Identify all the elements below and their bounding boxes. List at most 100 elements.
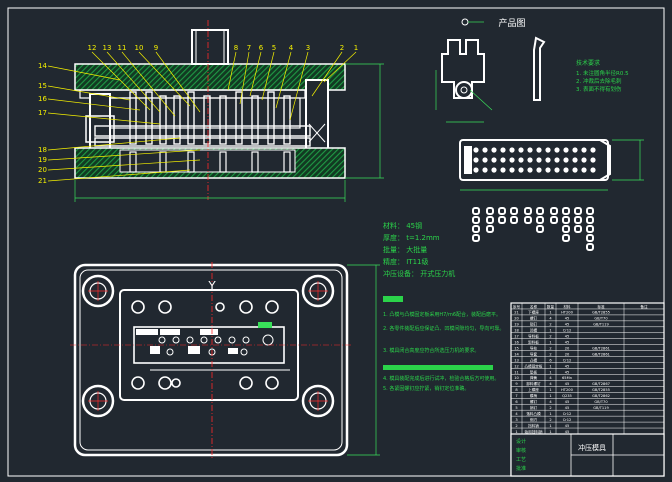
- svg-text:GB/T70: GB/T70: [594, 317, 608, 321]
- svg-text:45: 45: [565, 340, 570, 344]
- svg-text:1: 1: [549, 394, 551, 398]
- svg-text:1: 1: [549, 412, 551, 416]
- svg-text:GB/T70: GB/T70: [594, 400, 608, 404]
- svg-text:凸模固定板: 凸模固定板: [525, 363, 543, 368]
- svg-text:导料板: 导料板: [528, 334, 539, 339]
- svg-text:15: 15: [514, 346, 519, 350]
- svg-text:HT200: HT200: [561, 311, 573, 315]
- svg-text:2. 冲裁后去除毛刺: 2. 冲裁后去除毛刺: [576, 77, 622, 85]
- strip-layout[interactable]: [459, 139, 644, 191]
- svg-text:设计: 设计: [516, 438, 526, 445]
- svg-text:1: 1: [549, 388, 551, 392]
- svg-text:HT200: HT200: [561, 388, 573, 392]
- svg-text:垫板: 垫板: [530, 369, 538, 374]
- callout-14: 14: [38, 62, 47, 70]
- callout-7: 7: [247, 44, 251, 52]
- front-section-view[interactable]: [74, 20, 384, 202]
- callout-18: 18: [38, 146, 47, 154]
- callout-5: 5: [272, 44, 276, 52]
- svg-text:导套: 导套: [530, 351, 538, 356]
- svg-text:凹模: 凹模: [530, 328, 538, 333]
- technical-requirements: 1. 凸模与凸模固定板采用H7/m6配合，装配后磨平。 2. 各零件装配后应保证…: [383, 296, 504, 392]
- svg-text:工艺: 工艺: [516, 457, 526, 463]
- product-drawing[interactable]: 产品图: [435, 17, 546, 123]
- svg-text:45: 45: [565, 406, 570, 410]
- svg-text:标准: 标准: [597, 304, 605, 309]
- svg-text:9: 9: [515, 382, 518, 386]
- svg-text:1: 1: [549, 430, 551, 434]
- svg-text:Cr12: Cr12: [563, 358, 572, 362]
- callout-19: 19: [38, 156, 47, 164]
- svg-text:13: 13: [514, 358, 519, 362]
- svg-text:厚度： t=1.2mm: 厚度： t=1.2mm: [383, 233, 440, 242]
- callout-9: 9: [154, 44, 158, 52]
- callout-leaders: [47, 51, 357, 182]
- svg-text:3: 3: [515, 418, 517, 422]
- svg-text:6: 6: [515, 400, 518, 404]
- plan-view[interactable]: Y: [70, 262, 380, 460]
- svg-text:3. 模具闭合高度应符合所选压力机的要求。: 3. 模具闭合高度应符合所选压力机的要求。: [383, 347, 479, 354]
- svg-text:45: 45: [565, 370, 570, 374]
- callout-2: 2: [340, 44, 344, 52]
- svg-text:2: 2: [549, 335, 551, 339]
- svg-text:落料凸模: 落料凸模: [526, 411, 541, 416]
- drawing-border: [7, 7, 665, 477]
- svg-text:1: 1: [549, 311, 551, 315]
- svg-text:冲压设备： 开式压力机: 冲压设备： 开式压力机: [383, 269, 455, 278]
- punch-sections[interactable]: [472, 207, 594, 251]
- svg-text:65Mn: 65Mn: [562, 376, 572, 380]
- svg-text:45: 45: [565, 430, 570, 434]
- svg-text:45: 45: [565, 323, 570, 327]
- svg-text:弹簧: 弹簧: [530, 375, 538, 380]
- svg-text:5: 5: [515, 406, 517, 410]
- svg-text:螺钉: 螺钉: [530, 316, 538, 321]
- svg-text:12: 12: [514, 364, 519, 368]
- callout-4: 4: [289, 44, 294, 52]
- guide-bush-holes[interactable]: [81, 274, 335, 418]
- svg-text:1: 1: [549, 329, 551, 333]
- svg-text:GB/T2861: GB/T2861: [592, 352, 610, 356]
- svg-text:批准: 批准: [516, 465, 526, 472]
- svg-text:7: 7: [515, 394, 517, 398]
- svg-text:2: 2: [549, 406, 551, 410]
- die-shank[interactable]: [191, 29, 229, 65]
- callout-12: 12: [88, 44, 97, 52]
- svg-text:销钉: 销钉: [530, 322, 538, 327]
- svg-text:2: 2: [515, 424, 517, 428]
- product-title: 产品图: [498, 17, 525, 29]
- svg-text:3. 表面不得有划伤: 3. 表面不得有划伤: [576, 85, 622, 93]
- svg-text:20: 20: [514, 317, 519, 321]
- svg-text:20: 20: [565, 346, 570, 350]
- svg-text:数量: 数量: [547, 304, 555, 309]
- svg-text:4: 4: [549, 376, 552, 380]
- svg-text:销钉: 销钉: [530, 405, 538, 410]
- svg-text:卸料螺钉: 卸料螺钉: [526, 381, 541, 386]
- svg-text:GB/T2855: GB/T2855: [592, 311, 610, 315]
- callout-13: 13: [103, 44, 112, 52]
- svg-text:2: 2: [549, 323, 551, 327]
- svg-text:1: 1: [549, 340, 551, 344]
- svg-text:GB/T119: GB/T119: [593, 323, 609, 327]
- svg-text:批量： 大批量: 批量： 大批量: [383, 245, 427, 254]
- svg-text:备注: 备注: [640, 304, 648, 309]
- svg-text:8: 8: [515, 388, 518, 392]
- svg-text:1: 1: [515, 430, 517, 434]
- svg-text:2: 2: [549, 346, 551, 350]
- svg-text:下模座: 下模座: [528, 310, 539, 315]
- svg-text:45: 45: [565, 364, 570, 368]
- product-notes: 技术要求 1. 未注圆角半径R0.5 2. 冲裁后去除毛刺 3. 表面不得有划伤: [576, 59, 629, 93]
- svg-text:Cr12: Cr12: [563, 418, 572, 422]
- view-axis-label: Y: [207, 279, 216, 293]
- svg-text:4: 4: [549, 317, 552, 321]
- svg-text:18: 18: [514, 329, 519, 333]
- callout-15: 15: [38, 82, 47, 90]
- svg-text:GB/T119: GB/T119: [593, 406, 609, 410]
- callout-20: 20: [38, 166, 47, 174]
- callout-10: 10: [135, 44, 144, 52]
- svg-text:16: 16: [514, 340, 519, 344]
- svg-text:凸模: 凸模: [530, 357, 538, 362]
- svg-text:4. 模具装配完成后进行试冲，检验合格后方可使用。: 4. 模具装配完成后进行试冲，检验合格后方可使用。: [383, 375, 499, 382]
